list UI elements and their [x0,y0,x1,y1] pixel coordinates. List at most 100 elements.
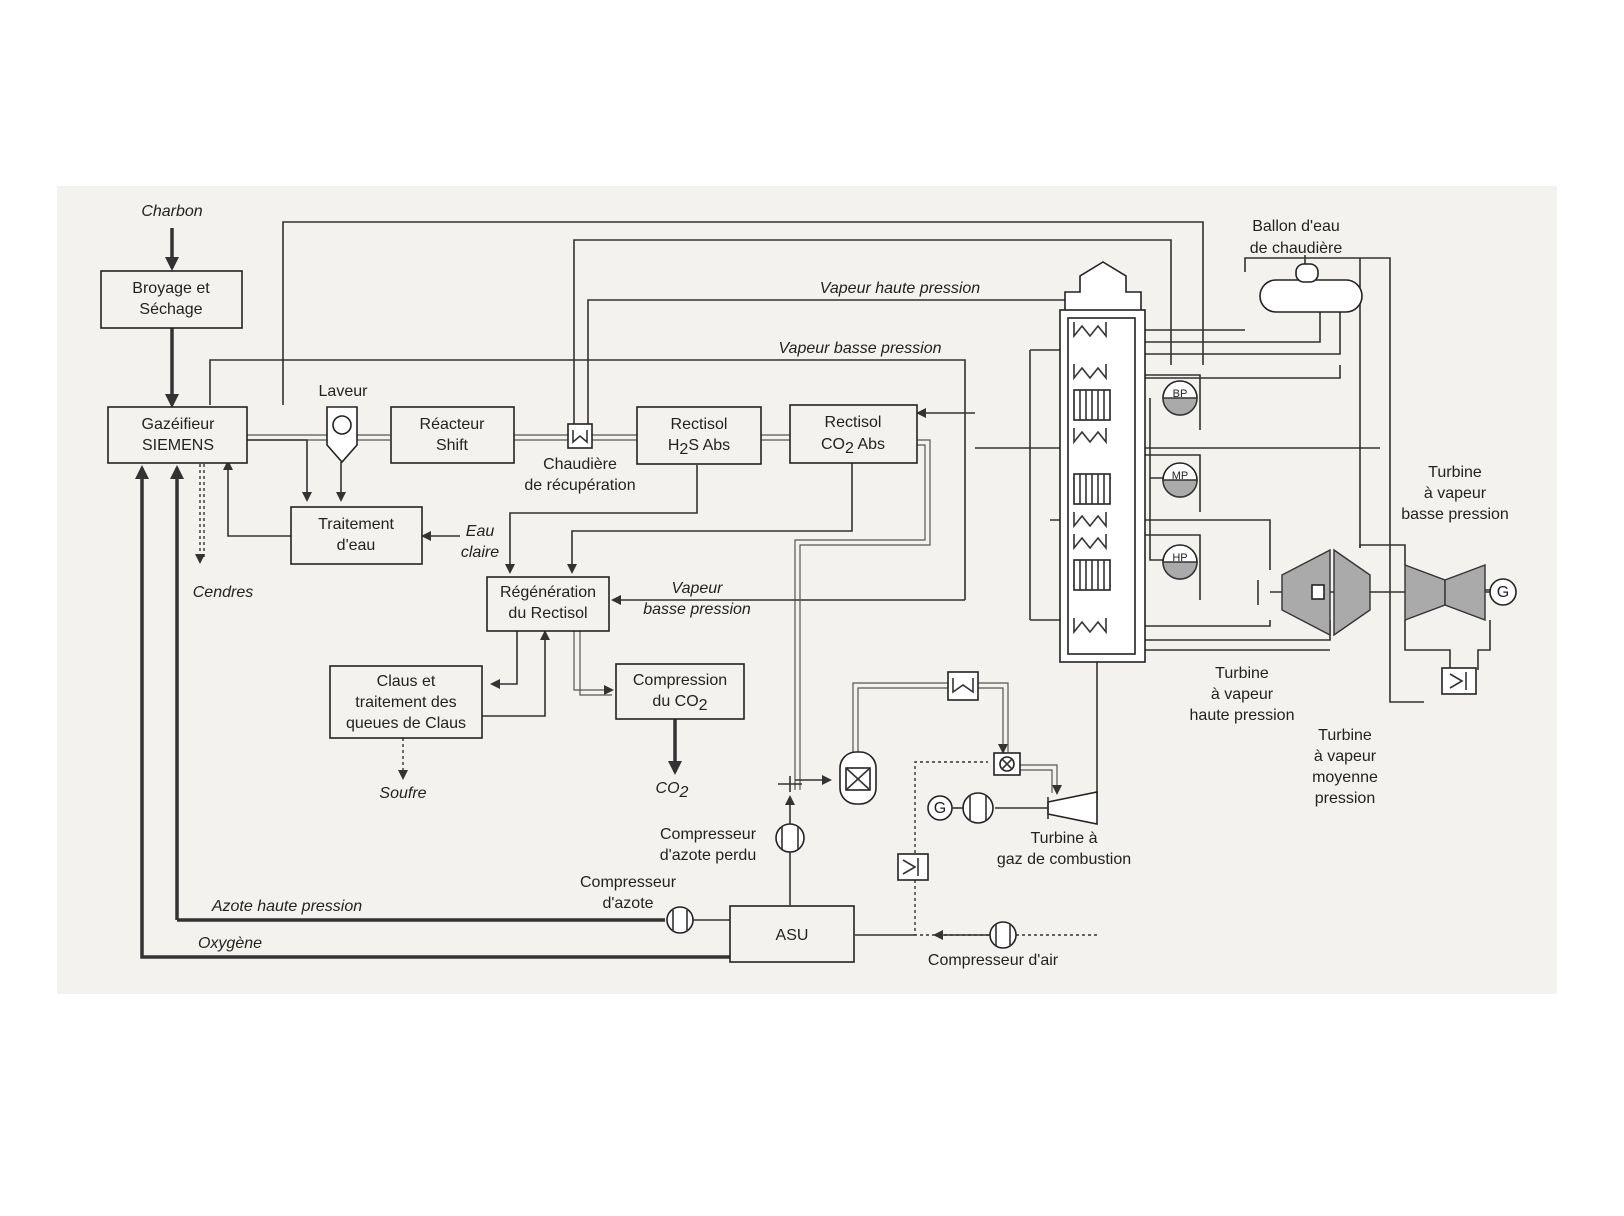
steam-generator: G [1489,578,1517,606]
vapeur-hp-line [587,299,1110,425]
combustor-to-gt-a [1020,764,1062,795]
comp-azote-label-2: d'azote [602,895,653,912]
combustor-to-gt-b [1020,769,1053,793]
hrsg-bank-mp-tubes [1079,474,1105,504]
traitement-label-2: d'eau [337,537,376,554]
asu-label: ASU [776,927,809,944]
gazeifieur-label-1: Gazéifieur [142,416,216,433]
laveur-circle [332,415,352,435]
reacteur-label-2: Shift [436,437,469,454]
mixing-valve [778,776,802,792]
reacteur-label-1: Réacteur [420,416,486,433]
steam-turbine-hp [1281,548,1371,637]
rectisol-co2-box: Rectisol CO2 Abs [789,404,918,464]
gt-air-compressor [962,792,994,824]
process-blocks: Broyage et Séchage Gazéifieur SIEMENS Ré… [100,270,918,963]
hrsg-coil-1 [1073,322,1107,339]
gazeifieur-label-2: SIEMENS [142,437,214,454]
st-hp-coupling [1311,584,1325,600]
rectisol-h2s-box: Rectisol H2S Abs [636,406,762,465]
heater-to-combustor-b [978,682,1009,752]
comp-azote-perdu-blades [781,827,799,849]
hrsg-to-ballon-2 [1113,312,1321,343]
text-labels: Charbon Laveur Chaudière de récupération… [141,203,1509,969]
eau-claire-label-2: claire [461,544,499,561]
equipment-symbols: G [326,261,1517,949]
vapeur-bp2-label-2: basse pression [643,601,751,618]
turbine-hp-label-3: haute pression [1190,707,1295,724]
ballon-body [1259,279,1363,313]
steam-generator-label: G [1497,584,1509,601]
drum-mp-water [1162,479,1198,498]
claus-box: Claus et traitement des queues de Claus [329,665,483,739]
comp-air-label: Compresseur d'air [928,952,1059,969]
steam-turbine-lp [1404,563,1486,622]
broyage-label-1: Broyage et [132,280,210,297]
drum-hp-water [1162,561,1198,580]
turbine-hp-label-1: Turbine [1215,665,1269,682]
comp-azote-body [666,906,694,934]
chaudiere-steam-line [573,239,1172,425]
co2abs-to-regeneration [567,462,853,574]
vapeur-bp-label: Vapeur basse pression [778,340,941,357]
drum-bp-water [1162,397,1198,416]
turbine-bp-label-2: à vapeur [1424,485,1487,502]
drum-mp-label: MP [1172,470,1189,482]
st-lp-right [1444,563,1486,622]
ballon-label-1: Ballon d'eau [1252,218,1340,235]
comp-azote-label-1: Compresseur [580,874,677,891]
rectisol-h2s-label-2: H2S Abs [668,437,730,458]
st-mp-body [1333,548,1371,637]
laveur-symbol [326,406,358,464]
hp-steam-to-turbine [1113,620,1271,627]
comp-azote-perdu-symbol [775,776,805,853]
eau-claire-label-1: Eau [466,523,495,540]
asu-frame [729,905,855,963]
traitement-to-gazeifieur [223,460,291,537]
charbon-label: Charbon [141,203,202,220]
compression-label-2: du CO2 [652,693,707,714]
regeneration-frame [486,576,610,632]
turbine-mp-label-1: Turbine [1318,727,1372,744]
regen-to-compression-b [579,630,612,696]
ballon-dome [1295,263,1319,283]
comp-azote-perdu-body [775,823,805,853]
traitement-eau-frame [290,506,423,565]
turbine-mp-label-2: à vapeur [1314,748,1377,765]
condenser-frame [1441,667,1477,695]
drum-hp-label: HP [1172,552,1187,564]
turbine-gaz-label-1: Turbine à [1031,830,1098,847]
gas-turbine-set: G [927,791,1098,825]
broyage-label-2: Séchage [139,301,202,318]
drum-hp: HP [1162,544,1198,580]
gas-turbine-body [1047,791,1098,825]
combustor-symbol [993,752,1021,776]
saturator-x-2 [845,767,871,791]
drum-bp-label: BP [1173,388,1188,400]
claus-frame [329,665,483,739]
air-cooler-coil [902,859,917,875]
gazeifieur-to-traitement [247,439,312,502]
claus-label-1: Claus et [377,673,436,690]
lp-to-condenser-a [1404,620,1451,670]
clean-gas-line-a [799,439,931,790]
compression-co2-frame [615,663,745,720]
comp-azote-blades [672,909,688,931]
heater-to-combustor-a [978,687,1008,754]
saturator-symbol [839,751,877,805]
oxygene-to-gazeifieur [135,465,730,959]
regeneration-label-1: Régénération [500,584,596,601]
turbine-mp-label-3: moyenne [1312,769,1378,786]
gt-generator-label: G [934,800,946,817]
vapeur-bp2-label-1: Vapeur [672,580,724,597]
ballon-label-2: de chaudière [1250,240,1343,257]
gas-heater-coil [952,678,974,694]
chaudiere-label-2: de récupération [524,477,635,494]
hrsg-stack [1059,261,1146,663]
chaudiere-label-1: Chaudière [543,456,617,473]
saturator-to-heater-b [852,682,948,752]
hrsg-coil-4 [1073,512,1107,529]
lp-to-condenser-b [1477,620,1491,670]
reacteur-shift-frame [390,406,515,464]
gazeifieur-frame [107,406,248,464]
